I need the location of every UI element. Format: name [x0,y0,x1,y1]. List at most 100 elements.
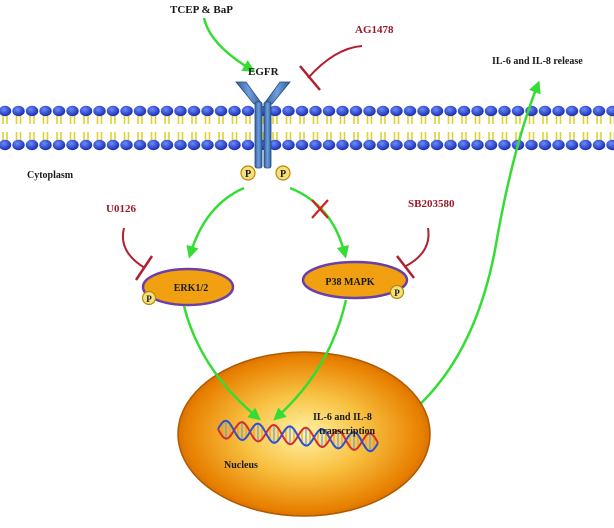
p38-block-cross-icon [311,199,329,219]
inhibitor-p38-line [405,227,430,267]
transcription-label-line1: IL-6 and IL-8 [313,412,372,423]
egfr-to-p38-arrow [289,186,350,259]
lipid-head [295,139,309,151]
stimulus-arrow [202,17,256,72]
membrane-heads-top [0,105,614,117]
lipid-head [268,105,282,117]
lipid-head [349,139,363,151]
release-arrow [383,80,541,434]
lipid-head [417,139,430,151]
lipid-head [241,105,255,117]
lipid-head [160,105,174,117]
erk-phospho-label: P [146,294,152,304]
lipid-head [160,139,174,151]
inhibitor-erk-bar [134,255,154,281]
lipid-head [12,139,25,151]
lipid-head [592,139,606,151]
inhibitor-egfr-bar [299,65,321,91]
lipid-head [39,139,52,151]
lipid-head [538,105,552,117]
lipid-head [457,139,471,151]
lipid-head [471,139,484,151]
lipid-head [214,139,228,151]
lipid-head [376,105,390,117]
lipid-head [228,105,241,117]
p38-kinase-label: P38 MAPK [325,277,374,288]
lipid-head [430,139,444,151]
lipid-head [579,105,592,117]
lipid-head [309,105,322,117]
lipid-head [295,105,309,117]
dna-helix-icon [217,419,379,453]
lipid-head [147,139,160,151]
lipid-head [12,105,25,117]
lipid-head [228,139,241,151]
lipid-head [25,105,39,117]
lipid-head [187,139,201,151]
lipid-head [25,139,39,151]
lipid-head [606,105,614,117]
egfr-phospho-left: P [240,165,256,181]
lipid-head [484,105,498,117]
lipid-head [214,105,228,117]
membrane-heads-bottom [0,139,614,151]
lipid-head [106,139,120,151]
nucleus [177,351,431,517]
lipid-head [201,139,214,151]
lipid-head [66,105,79,117]
lipid-head [93,105,106,117]
lipid-head [0,105,12,117]
lipid-head [471,105,484,117]
lipid-head [390,105,403,117]
egfr-receptor [235,81,291,169]
stimulus-label: TCEP & BaP [170,4,233,16]
p38-kinase: P38 MAPK [301,260,409,300]
inhibitor-egfr-label: AG1478 [355,24,394,36]
inhibitor-egfr-line [307,45,363,79]
p38-to-nucleus-arrow [273,299,348,421]
lipid-head [133,139,147,151]
inhibitor-erk-line [122,227,146,269]
lipid-head [120,139,133,151]
lipid-head [403,105,417,117]
lipid-head [322,105,336,117]
lipid-head [498,105,511,117]
lipid-head [174,105,187,117]
lipid-head [52,105,66,117]
lipid-head [444,105,457,117]
lipid-head [52,139,66,151]
transcription-label-line2: transcription [319,426,376,437]
erk-phospho: P [141,290,157,306]
lipid-head [147,105,160,117]
lipid-head [484,139,498,151]
erk-kinase-label: ERK1/2 [174,283,208,294]
inhibitor-p38-label: SB203580 [408,198,455,210]
lipid-head [457,105,471,117]
lipid-head [525,139,538,151]
lipid-head [363,105,376,117]
lipid-head [66,139,79,151]
receptor-stem-left [254,101,263,169]
lipid-head [39,105,52,117]
lipid-head [349,105,363,117]
lipid-head [336,105,349,117]
lipid-head [106,105,120,117]
lipid-head [322,139,336,151]
lipid-head [363,139,376,151]
lipid-head [430,105,444,117]
egfr-phospho-left-label: P [245,169,251,180]
lipid-head [538,139,552,151]
receptor-left-arm [235,81,263,105]
lipid-head [241,139,255,151]
erk-to-nucleus-arrow [182,305,261,421]
lipid-head [268,139,282,151]
nucleus-label: Nucleus [224,460,258,471]
egfr-to-erk-arrow [186,186,245,259]
lipid-head [0,139,12,151]
lipid-head [498,139,511,151]
lipid-head [79,105,93,117]
lipid-head [579,139,592,151]
compartment-label: Cytoplasm [27,170,74,181]
lipid-head [93,139,106,151]
